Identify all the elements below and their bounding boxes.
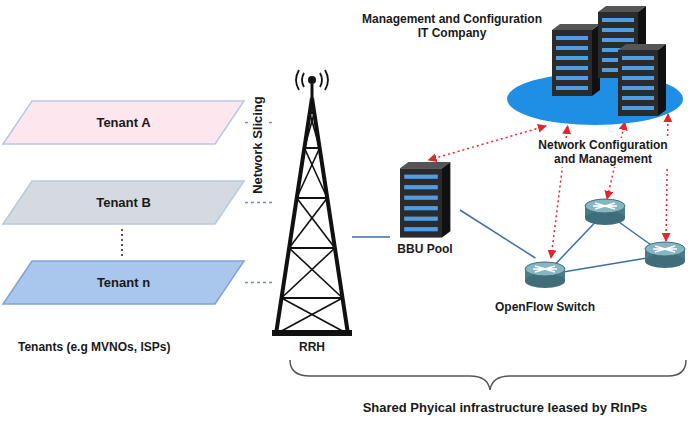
node-text: RRH xyxy=(272,340,352,354)
tenant-slice: Tenant B xyxy=(2,180,245,225)
connector xyxy=(460,210,535,258)
node-shape xyxy=(272,70,352,336)
node-text: OpenFlow Switch xyxy=(485,300,605,314)
rrh-tower-node: RRH xyxy=(272,68,352,358)
management-links xyxy=(666,114,668,241)
curly-brace xyxy=(290,360,686,390)
tenants-note: Tenants (e.g MVNOs, ISPs) xyxy=(18,340,170,354)
infrastructure-caption: Shared Phyical infrastructure leased by … xyxy=(320,400,690,416)
node-text: Tenant A xyxy=(2,115,245,131)
node-shape xyxy=(525,262,565,288)
node-text: BBU Pool xyxy=(390,242,460,256)
node-shape xyxy=(3,101,244,144)
management-server-cluster: Management and Configuration IT Company xyxy=(330,4,690,126)
ellipsis-dots xyxy=(121,229,123,258)
connector xyxy=(245,282,272,284)
openflow-switch-icon xyxy=(645,242,685,268)
node-shape xyxy=(3,261,244,304)
openflow-switch-node: OpenFlow Switch xyxy=(485,258,605,320)
node-text: Management and Configuration IT Company xyxy=(358,12,546,41)
openflow-switch-icon xyxy=(585,199,625,225)
node-shape xyxy=(3,181,244,224)
bbu-pool-node: BBU Pool xyxy=(390,160,460,260)
node-shape xyxy=(272,68,352,358)
tenant-slice: Tenant A xyxy=(2,100,245,145)
node-shape xyxy=(400,162,450,238)
node-text: Tenant B xyxy=(2,195,245,211)
slicing-label: Network Slicing xyxy=(250,93,266,197)
management-label: Network Configuration and Management xyxy=(528,138,678,167)
tenant-slice: Tenant n xyxy=(2,260,245,305)
connector xyxy=(245,202,272,204)
management-links xyxy=(607,114,668,241)
node-text: Tenant n xyxy=(2,275,245,291)
connector xyxy=(352,236,390,238)
